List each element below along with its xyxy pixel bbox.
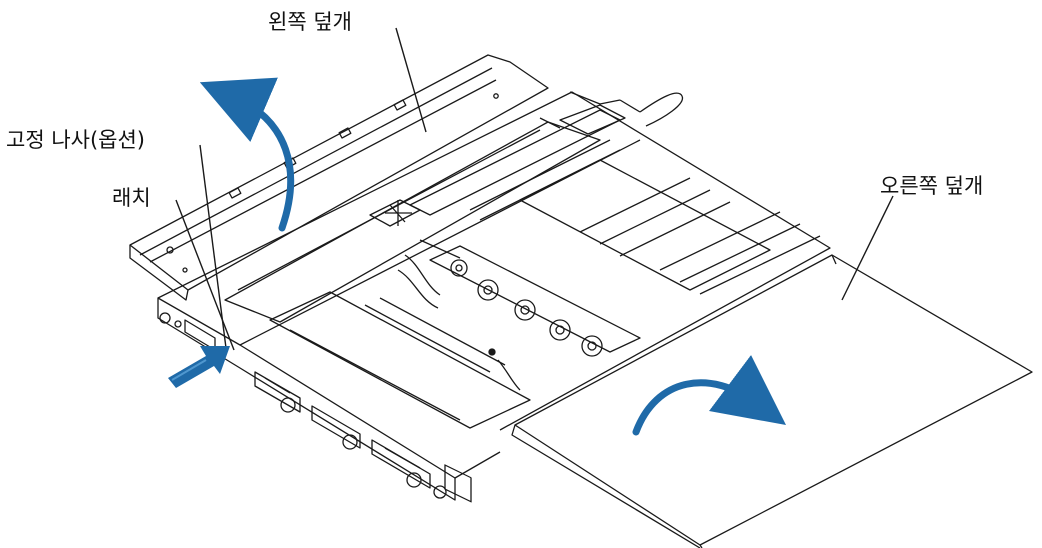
- left-cover-label: 왼쪽 덮개: [268, 10, 352, 34]
- motion-arrows: [168, 77, 787, 436]
- right-cover: [511, 254, 1033, 548]
- drive-bay: [269, 199, 531, 429]
- right-cover-label: 오른쪽 덮개: [880, 174, 984, 198]
- right-cover-rotate-arrow: [632, 355, 787, 436]
- screw-label: 고정 나사(옵션): [6, 128, 145, 152]
- latch-label: 래치: [112, 186, 151, 210]
- left-cover: [129, 54, 549, 301]
- chassis: [157, 91, 831, 501]
- fan-bank: [397, 239, 641, 503]
- left-cover-rotate-arrow: [199, 77, 295, 232]
- chassis-interior: [224, 104, 821, 323]
- leader-lines: [175, 27, 894, 351]
- latch-press-arrow: [168, 346, 230, 388]
